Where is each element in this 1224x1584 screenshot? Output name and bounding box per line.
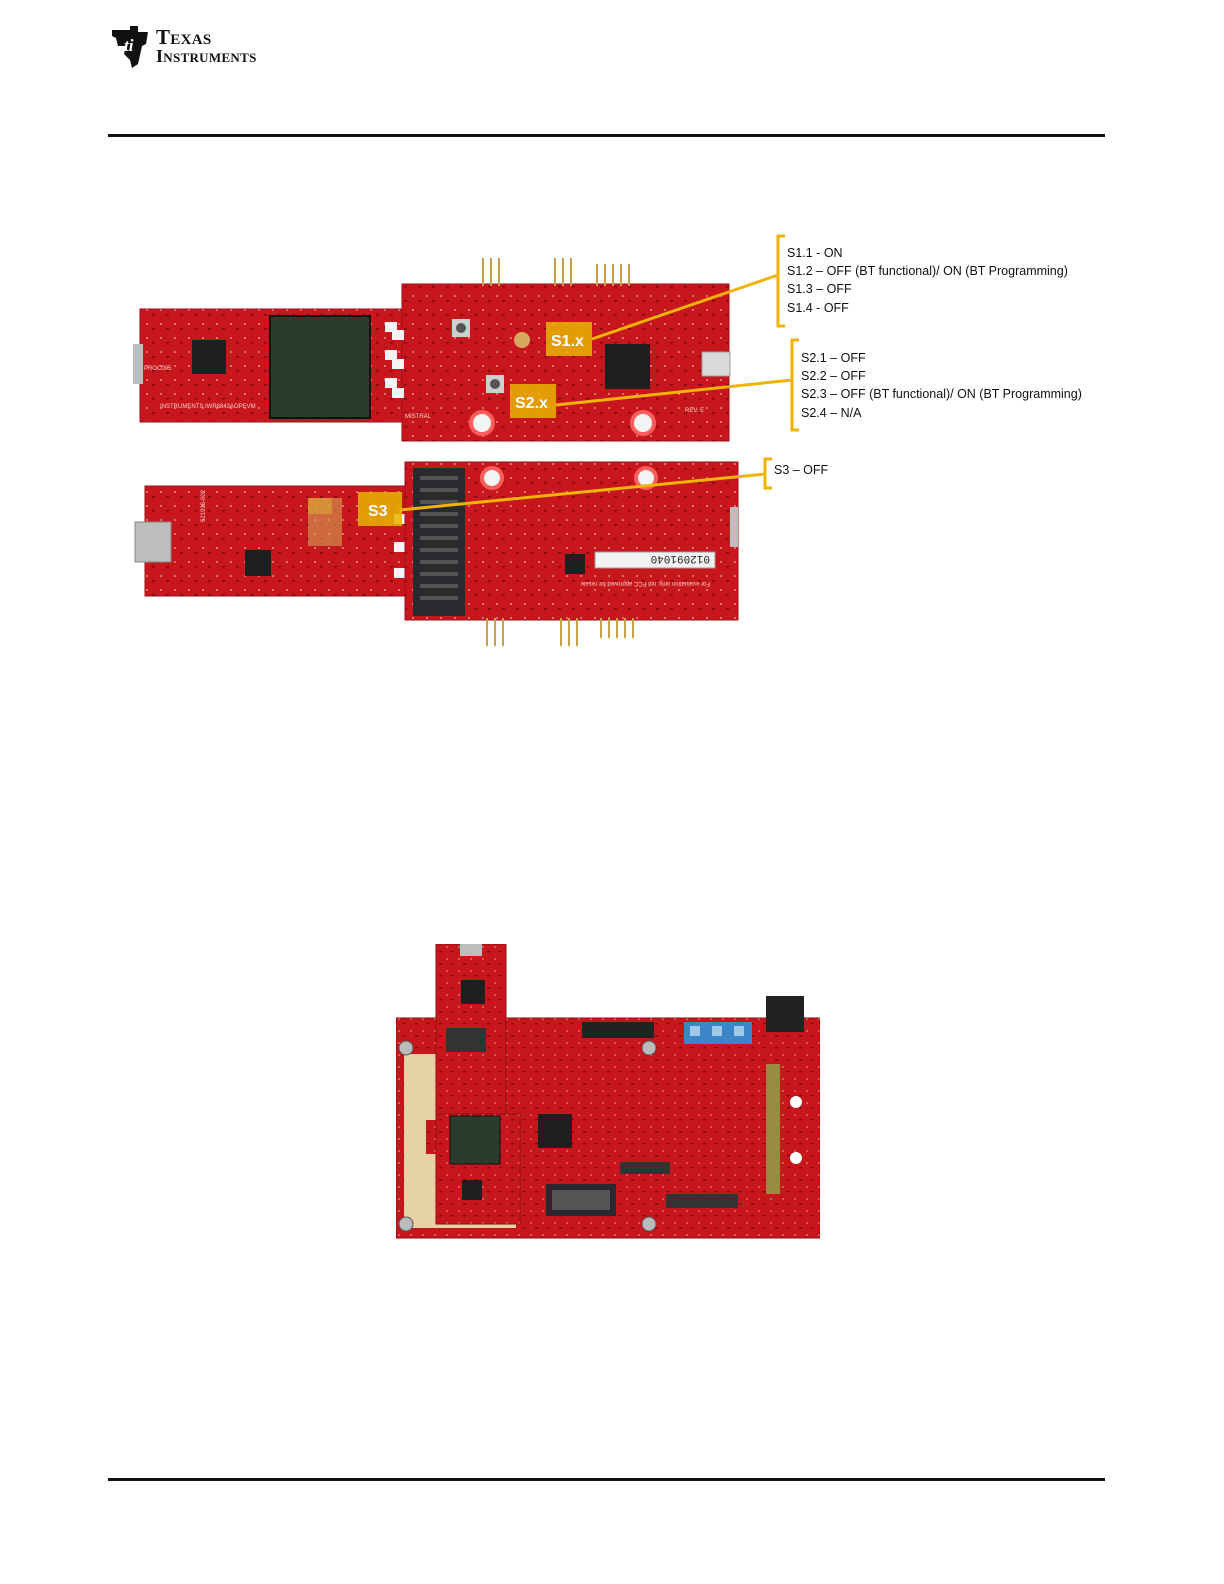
s1-bracket: [776, 234, 785, 328]
svg-text:ti: ti: [124, 36, 134, 55]
s1-setting-3: S1.3 – OFF: [787, 282, 852, 297]
assembled-board-illustration: [395, 943, 821, 1239]
s2-switch-highlight: S2.x: [510, 384, 556, 418]
s1-leader-line: [591, 273, 779, 341]
s1-setting-4: S1.4 - OFF: [787, 300, 849, 315]
antenna-module-top: PROC095 INSTRUMENTS IWR6843AOPEVM: [133, 308, 403, 423]
s2-tag: S2.x: [515, 395, 548, 412]
s2-setting-4: S2.4 – N/A: [801, 405, 862, 420]
s3-switch-highlight: S3: [358, 492, 402, 526]
s1-switch-highlight: S1.x: [546, 322, 592, 356]
board-fcc-label: For evaluation only, not FCC approved fo…: [580, 580, 710, 586]
s2-settings-list: S2.1 – OFF S2.2 – OFF S2.3 – OFF (BT fun…: [801, 349, 1082, 422]
board-part-label: 521936-002: [201, 489, 207, 522]
s2-setting-2: S2.2 – OFF: [801, 369, 866, 384]
s1-setting-1: S1.1 - ON: [787, 246, 843, 260]
s3-settings-list: S3 – OFF: [774, 461, 828, 479]
logo-line-1: Texas: [156, 25, 212, 49]
board-proc-label: PROC095: [144, 366, 172, 372]
s1-tag: S1.x: [551, 333, 584, 350]
s1-setting-2: S1.2 – OFF (BT functional)/ ON (BT Progr…: [787, 264, 1068, 279]
s3-setting-1: S3 – OFF: [774, 463, 829, 477]
ti-logo-icon: ti: [112, 26, 148, 68]
main-board-top: MISTRAL REV. E: [392, 258, 731, 442]
switch-settings-figure: PROC095 INSTRUMENTS IWR6843AOPEVM MISTRA…: [130, 222, 1130, 662]
antenna-module-bottom: 521936-002: [134, 485, 411, 597]
s3-bracket: [763, 457, 772, 490]
ti-logo: ti Texas Instruments: [108, 24, 298, 72]
footer-rule: [108, 1478, 1105, 1481]
board-photo-illustration: PROC095 INSTRUMENTS IWR6843AOPEVM MISTRA…: [133, 234, 799, 646]
s2-setting-1: S2.1 – OFF: [801, 351, 866, 365]
logo-line-2: Instruments: [156, 46, 257, 66]
board-serial-label: 012091040: [651, 552, 710, 564]
board-mistral-label: MISTRAL: [405, 414, 432, 420]
header-rule: [108, 134, 1105, 137]
s1-settings-list: S1.1 - ON S1.2 – OFF (BT functional)/ ON…: [787, 244, 1068, 317]
board-ti-label: INSTRUMENTS IWR6843AOPEVM: [160, 404, 256, 410]
ti-wordmark: Texas Instruments: [156, 25, 257, 66]
main-board-bottom: 012091040 For evaluation only, not FCC a…: [404, 461, 739, 646]
s3-tag: S3: [368, 503, 388, 520]
s2-leader-line: [555, 378, 793, 407]
assembled-board-figure: [395, 943, 821, 1240]
s3-leader-line: [399, 472, 766, 512]
board-rev-label: REV. E: [685, 408, 704, 414]
s2-setting-3: S2.3 – OFF (BT functional)/ ON (BT Progr…: [801, 387, 1082, 402]
s2-bracket: [790, 338, 799, 432]
